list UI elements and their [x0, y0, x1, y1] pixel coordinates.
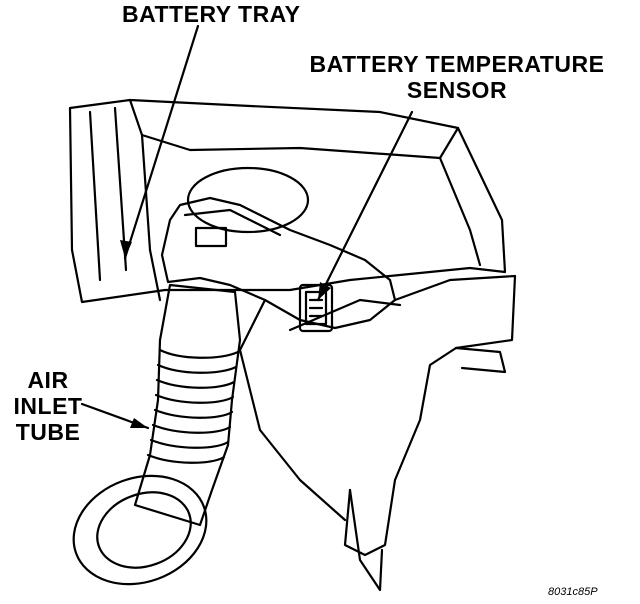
sensor-label-line-1: BATTERY TEMPERATURE — [309, 51, 605, 77]
bracket-clip — [194, 226, 228, 248]
leader-sensor — [316, 110, 414, 302]
temperature-sensor-body — [298, 283, 334, 333]
battery-temperature-sensor-label: BATTERY TEMPERATURE SENSOR — [292, 51, 622, 104]
air-inlet-tube — [133, 283, 242, 527]
battery-tray-top-rim — [128, 98, 460, 160]
arrowhead-sensor — [318, 282, 331, 300]
battery-tray-body — [68, 98, 507, 304]
tube-outlet-rim — [72, 474, 208, 586]
air-label-line-2: INLET — [13, 392, 83, 419]
duct-bracket — [160, 196, 397, 330]
arrowhead-air-inlet — [130, 418, 148, 428]
battery-tray-inner-wall — [140, 133, 162, 302]
tray-round-boss — [186, 166, 310, 234]
figure-id: 8031c85P — [548, 586, 598, 598]
arrowhead-battery-tray — [120, 240, 132, 258]
leader-battery-tray — [123, 24, 200, 260]
air-label-line-3: TUBE — [15, 418, 81, 445]
sensor-label-line-2: SENSOR — [406, 76, 508, 103]
air-inlet-tube-label: AIR INLET TUBE — [8, 367, 88, 445]
support-plate — [343, 274, 517, 557]
battery-tray-label: BATTERY TRAY — [122, 1, 301, 27]
air-label-line-1: AIR — [27, 367, 69, 393]
